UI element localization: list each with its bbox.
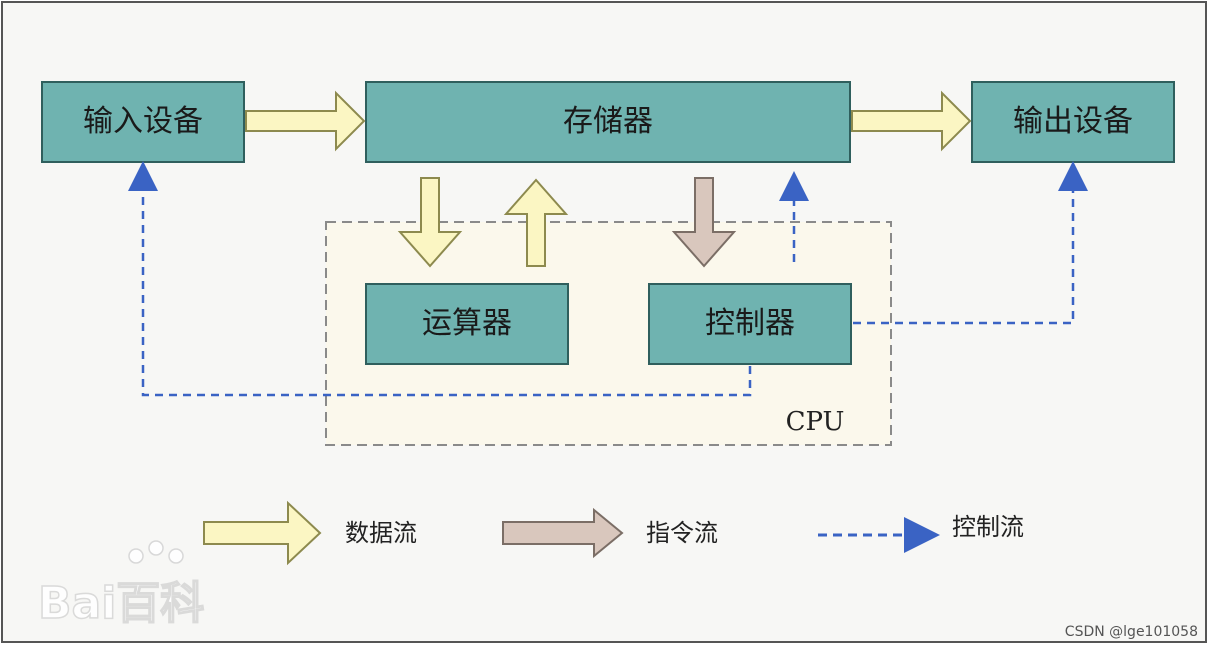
instruction-arrow-memory-to-controller	[671, 177, 737, 268]
image-credit: CSDN @lge101058	[1064, 624, 1198, 640]
input-device-label: 输入设备	[83, 104, 203, 139]
baidu-logo-text: Bai百科	[38, 578, 204, 629]
paw-icon-pad-2	[148, 540, 164, 556]
baidu-watermark: Bai百科	[37, 540, 205, 630]
control-line-controller-to-input	[128, 161, 752, 397]
legend-data-flow-arrow	[203, 500, 322, 566]
data-arrow-memory-to-alu	[397, 177, 463, 268]
cpu-label: CPU	[786, 407, 845, 437]
legend-instruction-flow-arrow	[502, 507, 624, 559]
output-device-box	[971, 81, 1175, 163]
data-arrow-memory-to-output	[851, 90, 972, 152]
alu-label: 运算器	[422, 306, 512, 341]
memory-box	[365, 81, 851, 163]
data-arrow-alu-to-memory	[503, 178, 569, 267]
alu-box	[365, 283, 569, 365]
paw-icon-pad-3	[168, 548, 184, 564]
legend-instruction-flow-label: 指令流	[646, 519, 718, 547]
memory-label: 存储器	[563, 104, 653, 139]
legend-control-flow-label: 控制流	[952, 513, 1024, 541]
output-device-label: 输出设备	[1013, 104, 1133, 139]
control-line-controller-to-output	[853, 161, 1088, 325]
input-device-box	[41, 81, 245, 163]
data-arrow-input-to-memory	[245, 90, 366, 152]
paw-icon-pad-1	[128, 548, 144, 564]
controller-box	[648, 283, 852, 365]
legend-data-flow-label: 数据流	[345, 519, 417, 547]
controller-label: 控制器	[705, 306, 795, 341]
